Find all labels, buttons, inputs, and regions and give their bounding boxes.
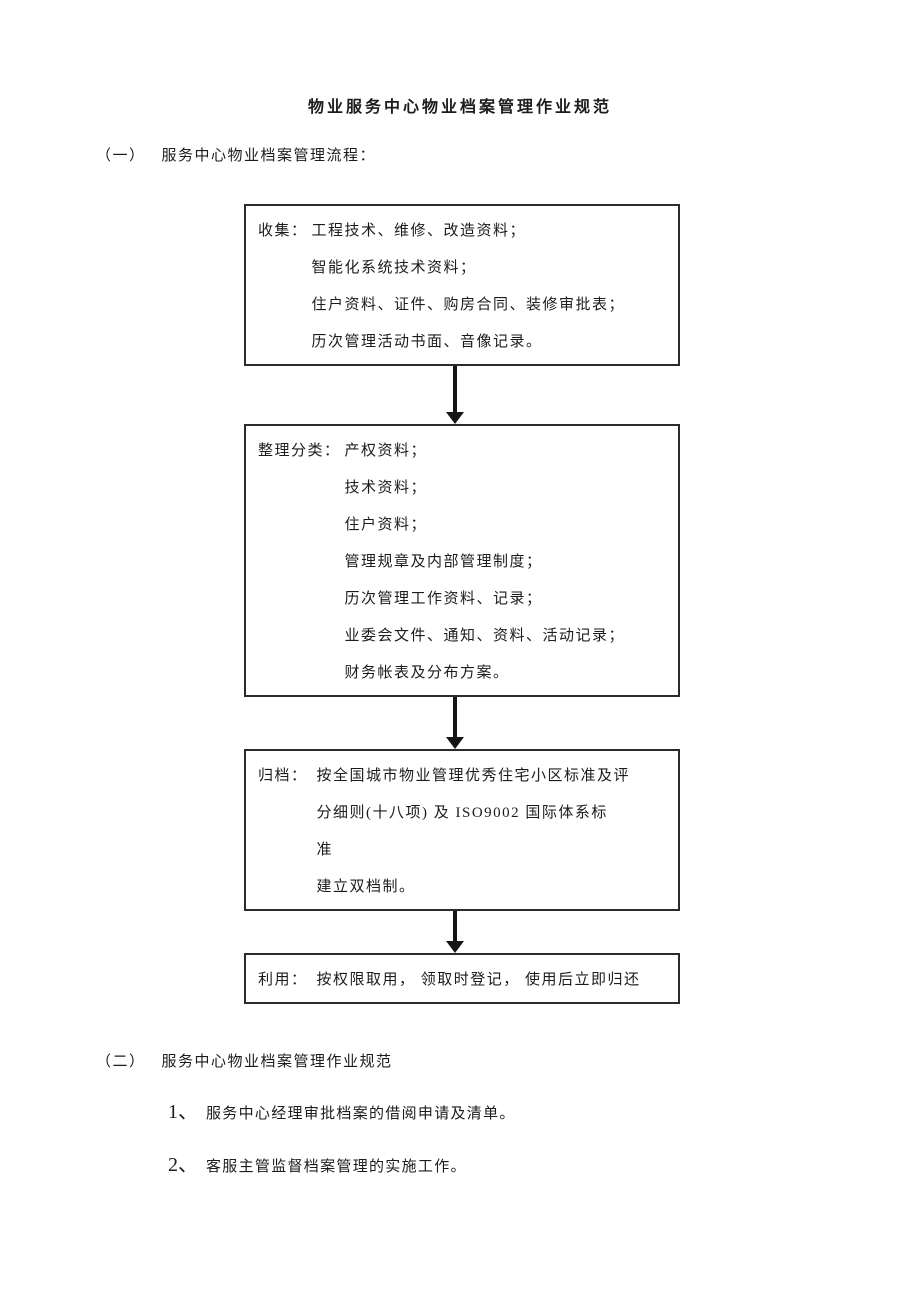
flow-box-classify-line: 历次管理工作资料、记录； (344, 591, 543, 607)
flow-box-collect: 收集： 工程技术、维修、改造资料； 智能化系统技术资料； 住户资料、证件、购房合… (244, 204, 680, 366)
flow-box-archive-label: 归档： (258, 768, 308, 784)
flow-box-classify: 整理分类： 产权资料； 技术资料； 住户资料； 管理规章及内部管理制度； 历次管… (244, 424, 680, 697)
arrow-head (446, 737, 464, 749)
list-item-number: 1、 (168, 1101, 198, 1123)
flow-box-classify-label: 整理分类： (258, 443, 341, 459)
flow-box-archive-line: 按全国城市物业管理优秀住宅小区标准及评 (316, 768, 631, 784)
list-item: 1、服务中心经理审批档案的借阅申请及清单。 (168, 1097, 920, 1129)
section-1-text: 服务中心物业档案管理流程： (161, 148, 377, 164)
arrow-shaft (453, 366, 457, 413)
flow-box-collect-label: 收集： (258, 223, 308, 239)
flow-box-use-line: 按权限取用， 领取时登记， 使用后立即归还 (316, 972, 641, 988)
list-item-text: 服务中心经理审批档案的借阅申请及清单。 (206, 1106, 516, 1122)
arrow-down-icon (244, 911, 680, 953)
flow-box-archive-line: 准 (316, 842, 334, 858)
arrow-head (446, 412, 464, 424)
section-1-number: （一） (96, 148, 146, 164)
flowchart: 收集： 工程技术、维修、改造资料； 智能化系统技术资料； 住户资料、证件、购房合… (244, 204, 680, 1004)
flow-box-classify-line: 财务帐表及分布方案。 (344, 665, 510, 681)
flow-box-archive: 归档： 按全国城市物业管理优秀住宅小区标准及评 分细则(十八项) 及 ISO90… (244, 749, 680, 911)
list-item-number: 2、 (168, 1154, 198, 1176)
arrow-down-icon (244, 366, 680, 424)
flow-box-collect-line: 智能化系统技术资料； (311, 260, 477, 276)
section-2-text: 服务中心物业档案管理作业规范 (161, 1054, 393, 1070)
flow-box-use: 利用： 按权限取用， 领取时登记， 使用后立即归还 (244, 953, 680, 1004)
flow-box-collect-line: 住户资料、证件、购房合同、装修审批表； (311, 297, 626, 313)
arrow-shaft (453, 911, 457, 942)
flow-box-collect-line: 历次管理活动书面、音像记录。 (311, 334, 543, 350)
arrow-down-icon (244, 697, 680, 749)
arrow-shaft (453, 697, 457, 738)
section-2-heading: （二） 服务中心物业档案管理作业规范 (96, 1050, 920, 1071)
document-title: 物业服务中心物业档案管理作业规范 (307, 99, 612, 116)
section-1-heading: （一） 服务中心物业档案管理流程： (96, 144, 920, 165)
flow-box-classify-line: 产权资料； (344, 443, 428, 459)
list-item: 2、客服主管监督档案管理的实施工作。 (168, 1150, 920, 1182)
rules-list: 1、服务中心经理审批档案的借阅申请及清单。 2、客服主管监督档案管理的实施工作。 (168, 1097, 920, 1182)
arrow-head (446, 941, 464, 953)
flow-box-classify-line: 管理规章及内部管理制度； (344, 554, 543, 570)
flow-box-collect-line: 工程技术、维修、改造资料； (311, 223, 527, 239)
flow-box-classify-line: 技术资料； (344, 480, 428, 496)
section-2-number: （二） (96, 1054, 146, 1070)
list-item-text: 客服主管监督档案管理的实施工作。 (206, 1159, 467, 1175)
flow-box-archive-line: 分细则(十八项) 及 ISO9002 国际体系标 (316, 805, 608, 821)
flow-box-classify-line: 住户资料； (344, 517, 428, 533)
flow-box-archive-line: 建立双档制。 (316, 879, 416, 895)
flow-box-use-label: 利用： (258, 972, 308, 988)
flow-box-classify-line: 业委会文件、通知、资料、活动记录； (344, 628, 626, 644)
